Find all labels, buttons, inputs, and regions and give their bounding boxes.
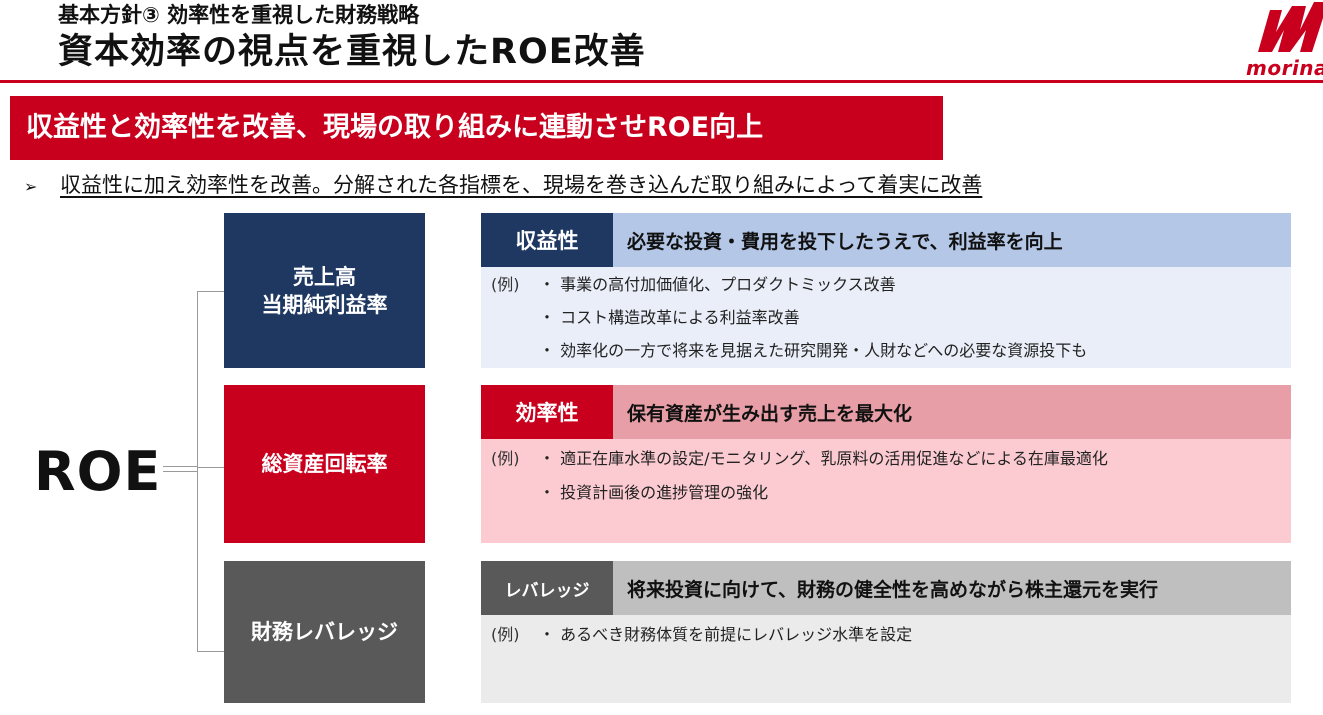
- panel-profitability: 収益性 必要な投資・費用を投下したうえで、利益率を向上 (例) ・ 事業の高付加…: [481, 213, 1291, 368]
- equals-line-top: [163, 466, 197, 467]
- slide-title: 資本効率の視点を重視したROE改善: [58, 32, 646, 72]
- example-label: (例): [491, 625, 520, 644]
- metric-label-line2: 当期純利益率: [261, 292, 388, 317]
- lead-statement: 収益性に加え効率性を改善。分解された各指標を、現場を巻き込んだ取り組みによって着…: [60, 173, 983, 197]
- tree-connector-turnover: [197, 467, 224, 468]
- panel-tag: 効率性: [481, 385, 613, 439]
- tree-connector-leverage: [197, 651, 224, 652]
- metric-box-financial-leverage: 財務レバレッジ: [224, 561, 425, 703]
- brand-logo-mark: [1240, 0, 1323, 80]
- panel-title: 保有資産が生み出す売上を最大化: [613, 385, 1291, 439]
- bullet-arrow-icon: ➢: [24, 177, 38, 196]
- panel-title: 将来投資に向けて、財務の健全性を高めながら株主還元を実行: [613, 561, 1291, 615]
- metric-box-net-profit-margin: 売上高 当期純利益率: [224, 213, 425, 368]
- brand-logo-text: morina: [1246, 56, 1323, 80]
- roe-label: ROE: [34, 440, 162, 503]
- equals-line-bottom: [163, 471, 197, 472]
- example-item: ・ 効率化の一方で将来を見据えた研究開発・人財などへの必要な資源投下も: [539, 341, 1088, 360]
- headline-banner: [10, 96, 943, 160]
- panel-efficiency: 効率性 保有資産が生み出す売上を最大化 (例) ・ 適正在庫水準の設定/モニタリ…: [481, 385, 1291, 543]
- panel-tag: レバレッジ: [481, 561, 613, 615]
- panel-leverage: レバレッジ 将来投資に向けて、財務の健全性を高めながら株主還元を実行 (例) ・…: [481, 561, 1291, 703]
- example-item: ・ 事業の高付加価値化、プロダクトミックス改善: [539, 275, 896, 294]
- example-label: (例): [491, 275, 520, 294]
- metric-label: 総資産回転率: [261, 452, 388, 476]
- panel-examples: (例) ・ あるべき財務体質を前提にレバレッジ水準を設定: [481, 615, 1291, 703]
- slide-subtitle: 基本方針③ 効率性を重視した財務戦略: [58, 3, 420, 27]
- panel-header: レバレッジ 将来投資に向けて、財務の健全性を高めながら株主還元を実行: [481, 561, 1291, 615]
- panel-examples: (例) ・ 事業の高付加価値化、プロダクトミックス改善 ・ コスト構造改革による…: [481, 267, 1291, 368]
- metric-label-line1: 売上高: [293, 264, 356, 289]
- example-label: (例): [491, 449, 520, 468]
- headline-banner-text: 収益性と効率性を改善、現場の取り組みに連動させROE向上: [26, 112, 764, 143]
- tree-connector-profitability: [197, 291, 224, 292]
- panel-tag: 収益性: [481, 213, 613, 267]
- panel-header: 効率性 保有資産が生み出す売上を最大化: [481, 385, 1291, 439]
- tree-vertical-connector: [197, 291, 198, 651]
- title-underline: [0, 80, 1323, 83]
- example-item: ・ 適正在庫水準の設定/モニタリング、乳原料の活用促進などによる在庫最適化: [539, 449, 1108, 468]
- metric-box-asset-turnover: 総資産回転率: [224, 385, 425, 543]
- metric-label: 財務レバレッジ: [251, 620, 398, 644]
- example-item: ・ あるべき財務体質を前提にレバレッジ水準を設定: [539, 625, 913, 644]
- panel-title: 必要な投資・費用を投下したうえで、利益率を向上: [613, 213, 1291, 267]
- panel-examples: (例) ・ 適正在庫水準の設定/モニタリング、乳原料の活用促進などによる在庫最適…: [481, 439, 1291, 543]
- example-item: ・ コスト構造改革による利益率改善: [539, 308, 800, 327]
- panel-header: 収益性 必要な投資・費用を投下したうえで、利益率を向上: [481, 213, 1291, 267]
- example-item: ・ 投資計画後の進捗管理の強化: [539, 483, 769, 502]
